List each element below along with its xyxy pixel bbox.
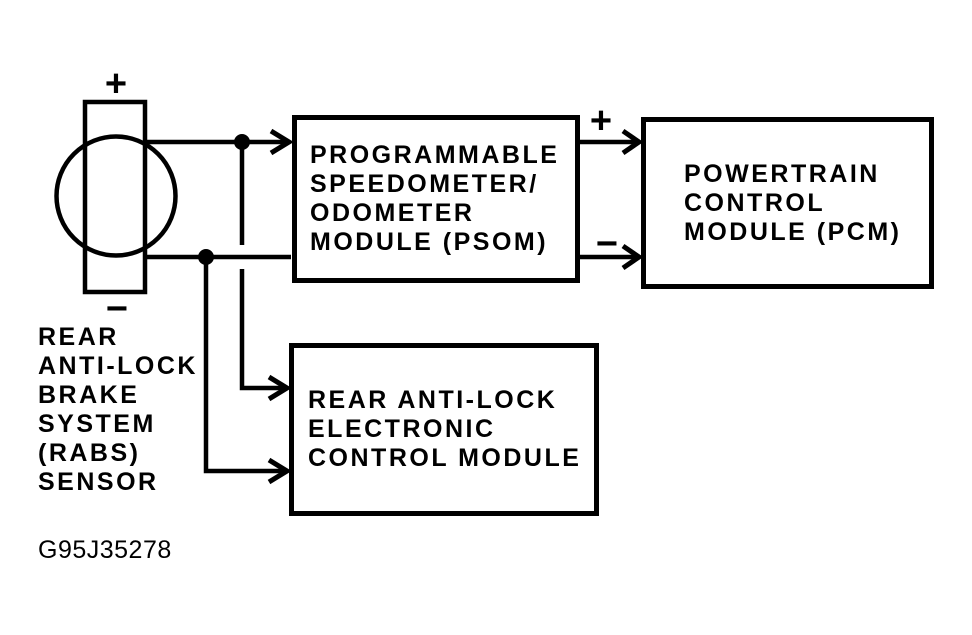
- sensor-circle-shape: [54, 134, 178, 258]
- psom-box: PROGRAMMABLE SPEEDOMETER/ ODOMETER MODUL…: [292, 115, 580, 283]
- figure-code: G95J35278: [38, 536, 172, 564]
- sensor-caption-line: ANTI-LOCK: [38, 352, 198, 380]
- psom-label-line: SPEEDOMETER/: [310, 170, 539, 198]
- arrowhead-rabs-ecm-upper-icon: [267, 374, 292, 402]
- sensor-plus-sign: +: [104, 63, 128, 105]
- sensor-caption-line: SENSOR: [38, 468, 159, 496]
- arrowhead-psom-positive-icon: [269, 128, 294, 156]
- rabs-ecm-label-line: CONTROL MODULE: [308, 444, 582, 472]
- pcm-wire-plus-sign: +: [589, 100, 613, 142]
- junction-dot-positive: [234, 134, 250, 150]
- junction-dot-negative: [198, 249, 214, 265]
- psom-label-line: PROGRAMMABLE: [310, 141, 560, 169]
- sensor-caption-line: REAR: [38, 323, 119, 351]
- rabs-ecm-box: REAR ANTI-LOCK ELECTRONIC CONTROL MODULE: [289, 343, 599, 516]
- pcm-wire-minus-sign: −: [595, 223, 619, 265]
- pcm-label-line: MODULE (PCM): [684, 217, 902, 246]
- sensor-caption-line: BRAKE: [38, 381, 140, 409]
- sensor-caption: REAR ANTI-LOCK BRAKE SYSTEM (RABS) SENSO…: [38, 323, 198, 497]
- sensor-minus-sign: −: [105, 288, 129, 330]
- wire-branch-negative: [203, 261, 284, 474]
- psom-label-line: ODOMETER: [310, 199, 475, 227]
- arrowhead-pcm-negative-icon: [621, 243, 644, 271]
- rabs-ecm-label-line: REAR ANTI-LOCK: [308, 386, 558, 414]
- pcm-box: POWERTRAIN CONTROL MODULE (PCM): [641, 117, 934, 289]
- pcm-label-line: POWERTRAIN: [684, 159, 880, 188]
- rabs-ecm-label-line: ELECTRONIC: [308, 415, 496, 443]
- sensor-caption-line: SYSTEM: [38, 410, 156, 438]
- sensor-caption-line: (RABS): [38, 439, 141, 467]
- sensor-body-shape: [82, 99, 148, 295]
- arrowhead-rabs-ecm-lower-icon: [267, 457, 292, 485]
- pcm-label-line: CONTROL: [684, 188, 826, 217]
- psom-label-line: MODULE (PSOM): [310, 228, 549, 256]
- arrowhead-pcm-positive-icon: [621, 128, 644, 156]
- wire-branch-positive-lower: [239, 269, 284, 391]
